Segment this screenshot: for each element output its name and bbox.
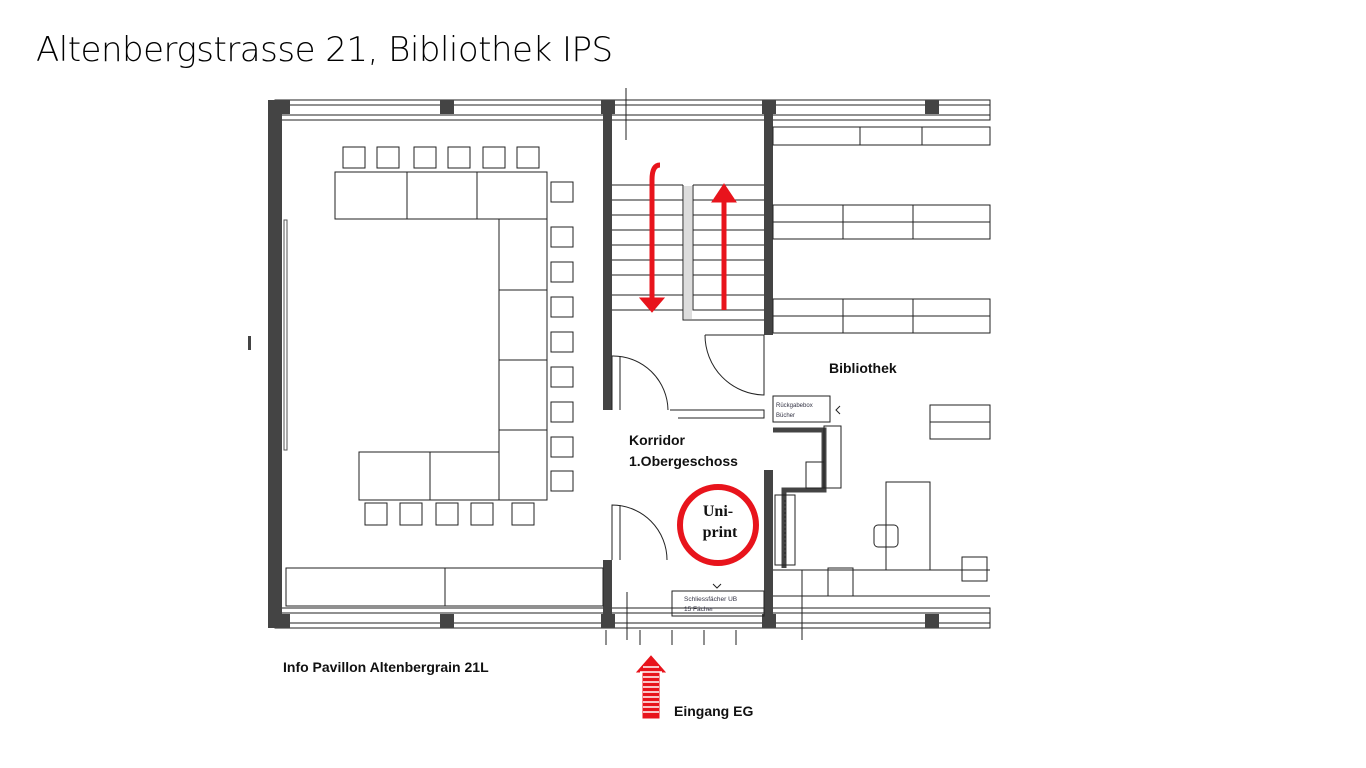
label-schliessfaecher: Schliessfächer UB <box>684 596 737 603</box>
walls <box>248 100 939 628</box>
uniprint-marker <box>677 484 759 566</box>
doors <box>605 334 765 645</box>
label-rueckgabebox: Rückgabebox <box>776 403 813 409</box>
staircase <box>612 88 764 321</box>
label-uniprint-1: Uni- <box>703 503 733 520</box>
stair-arrows <box>638 162 737 313</box>
label-bibliothek: Bibliothek <box>829 360 897 376</box>
entrance-arrow-icon <box>635 655 667 719</box>
label-uniprint-2: print <box>703 524 738 541</box>
bookshelves <box>772 126 991 440</box>
chairs <box>342 146 574 526</box>
label-eingang: Eingang EG <box>674 703 753 719</box>
page-title: Altenbergstrasse 21, Bibliothek IPS <box>36 30 613 70</box>
label-korridor: Korridor <box>629 432 686 448</box>
label-floor: 1.Obergeschoss <box>629 453 738 469</box>
conference-tables <box>334 171 548 501</box>
label-info-pavillon: Info Pavillon Altenbergrain 21L <box>283 659 489 675</box>
library-furniture <box>671 395 990 640</box>
label-buecher: Bücher <box>776 413 795 419</box>
label-faecher-count: 15 Fächer <box>684 606 714 613</box>
